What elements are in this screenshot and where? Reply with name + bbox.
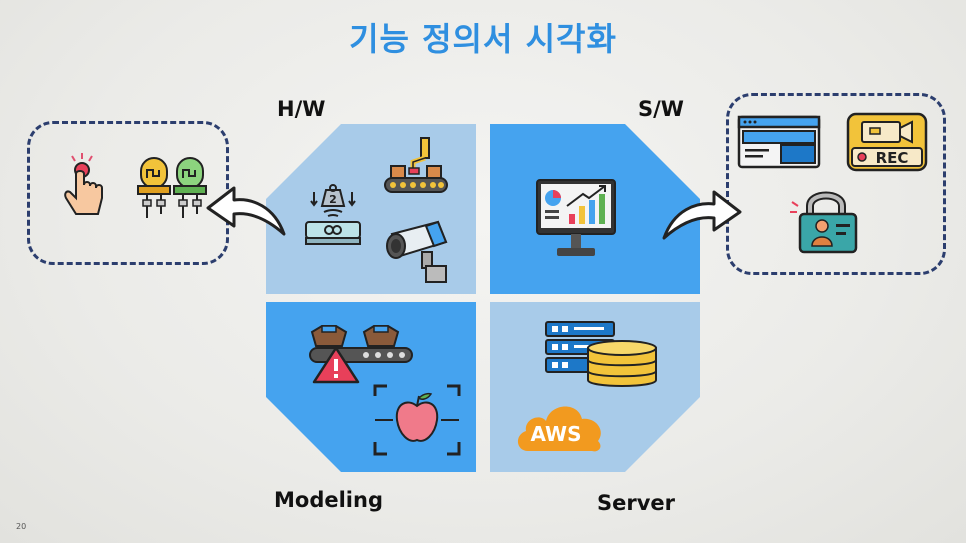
label-server: Server <box>597 491 676 515</box>
led-icon <box>137 157 207 218</box>
video-record-icon: REC <box>846 112 928 172</box>
cctv-camera-icon <box>386 220 448 283</box>
label-hw: H/W <box>277 97 326 121</box>
web-window-icon <box>737 115 821 169</box>
page-number: 20 <box>16 522 27 531</box>
label-modeling: Modeling <box>274 488 383 512</box>
aws-text: AWS <box>530 422 581 446</box>
rec-text: REC <box>876 149 909 167</box>
arrow-left-icon <box>206 186 286 236</box>
slide-title: 기능 정의서 시각화 <box>349 20 617 58</box>
arrow-right-icon <box>662 190 742 240</box>
database-server-icon <box>545 321 657 387</box>
scale-digit: 2 <box>329 193 337 206</box>
conveyor-warning-icon <box>309 325 413 384</box>
aws-cloud-icon: AWS <box>517 406 601 452</box>
button-press-icon <box>64 153 103 215</box>
access-lock-icon <box>790 191 858 254</box>
sw-output-box <box>726 93 946 275</box>
label-sw: S/W <box>638 97 684 121</box>
dashboard-monitor-icon <box>536 179 616 256</box>
conveyor-robot-icon <box>384 137 448 193</box>
apple-detection-icon <box>373 384 461 456</box>
weight-sensor-icon: 2 <box>305 184 361 245</box>
